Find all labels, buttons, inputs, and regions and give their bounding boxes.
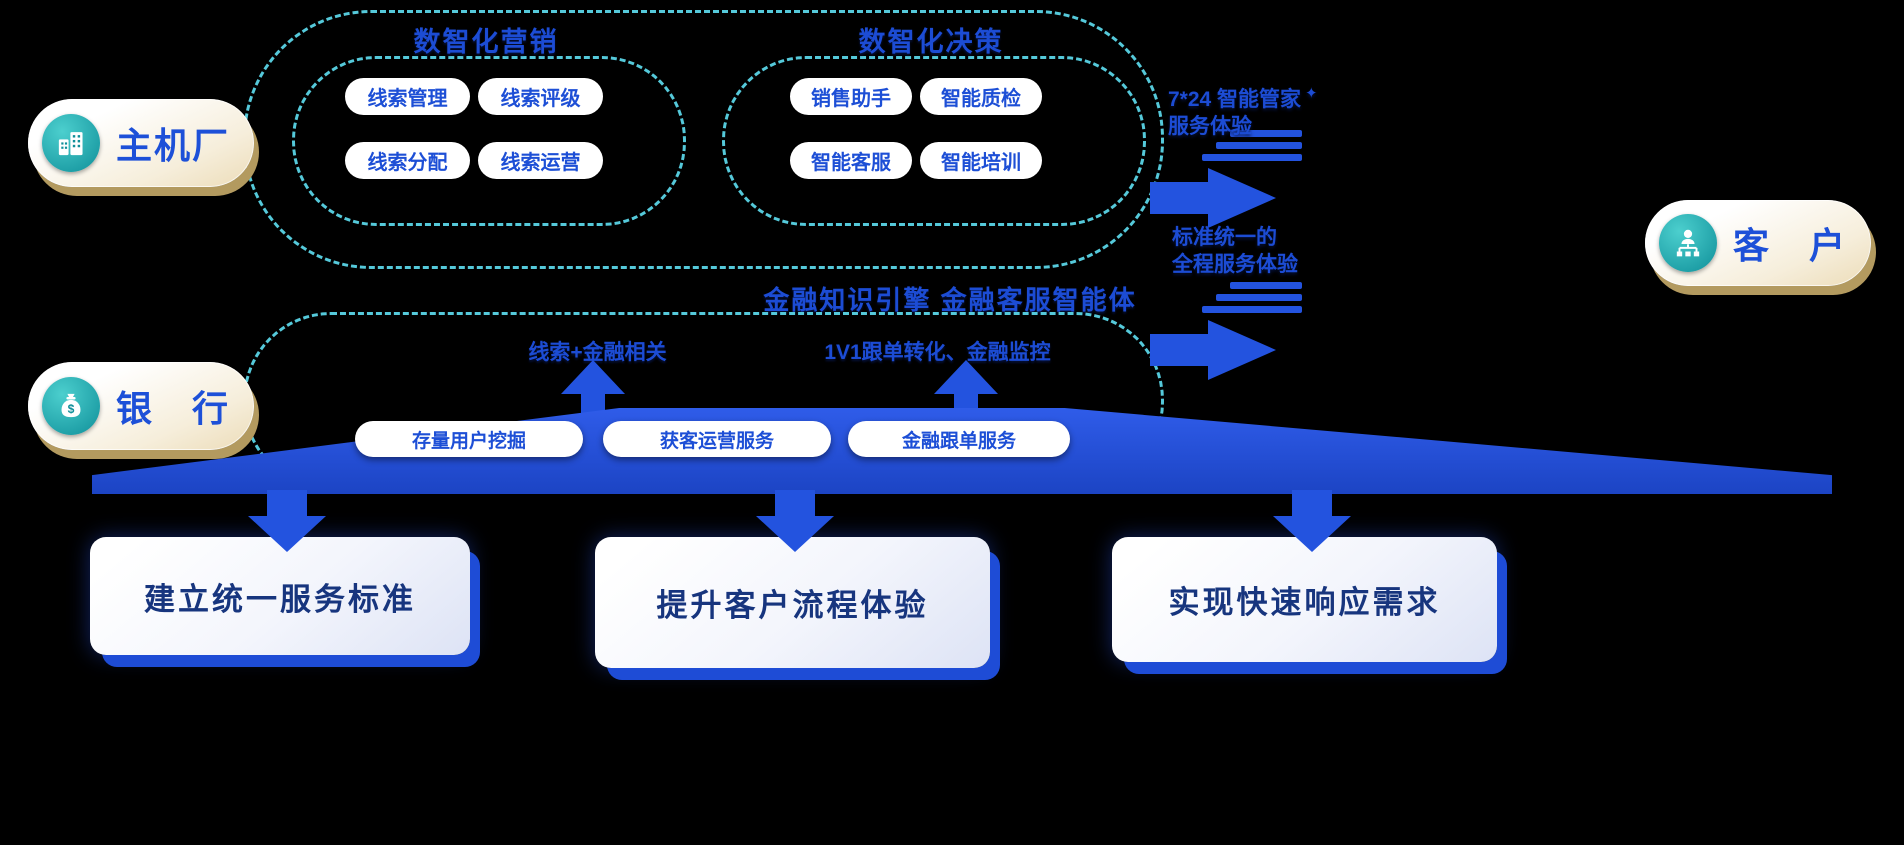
money-bag-icon: $ xyxy=(42,377,100,435)
arrow-trail-line xyxy=(1202,306,1302,313)
finance-left-note: 线索+金融相关 xyxy=(528,341,667,364)
down-arrow-3 xyxy=(1273,490,1351,552)
result-card-response: 实现快速响应需求 xyxy=(1112,537,1497,662)
pill-existing-user-mining: 存量用户挖掘 xyxy=(355,421,583,457)
pill-finance-followup: 金融跟单服务 xyxy=(848,421,1070,457)
actor-badge-customer: 客 户 xyxy=(1645,200,1872,286)
right-arrow-stem xyxy=(1150,182,1208,214)
pill-sales-assistant: 销售助手 xyxy=(790,78,912,115)
finance-right-note: 1V1跟单转化、金融监控 xyxy=(824,341,1051,364)
arrow-trail-line xyxy=(1216,294,1302,301)
arrow-trail-line xyxy=(1216,142,1302,149)
pill-lead-management: 线索管理 xyxy=(345,78,470,115)
right-arrow-stem xyxy=(1150,334,1208,366)
right-arrow-head xyxy=(1208,168,1276,228)
right-arrow-1 xyxy=(1150,130,1328,228)
finance-engine-title: 金融知识引擎 金融客服智能体 xyxy=(763,285,1137,315)
benefit-label-2: 标准统一的 全程服务体验 xyxy=(1172,224,1298,278)
down-arrow-1 xyxy=(248,490,326,552)
down-arrow-stem xyxy=(1292,490,1332,516)
right-arrow-head xyxy=(1208,320,1276,380)
down-arrow-head xyxy=(248,516,326,552)
benefit-label-1-line1: 7*24 智能管家 xyxy=(1168,88,1302,111)
right-arrow-2 xyxy=(1150,282,1328,380)
org-people-icon xyxy=(1659,214,1717,272)
result-card-experience: 提升客户流程体验 xyxy=(595,537,990,668)
right-arrow-body xyxy=(1150,168,1328,228)
decision-group-outline xyxy=(722,56,1146,226)
pill-smart-service: 智能客服 xyxy=(790,142,912,179)
arrow-trail-line xyxy=(1230,282,1302,289)
down-arrow-stem xyxy=(267,490,307,516)
arrow-trail-line xyxy=(1202,154,1302,161)
actor-oem-label: 主机厂 xyxy=(116,125,231,166)
actor-badge-oem: 主机厂 xyxy=(28,99,255,187)
down-arrow-2 xyxy=(756,490,834,552)
down-arrow-head xyxy=(756,516,834,552)
benefit-label-2-line2: 全程服务体验 xyxy=(1172,253,1298,276)
actor-bank-label: 银 行 xyxy=(116,388,231,429)
result-card-standard: 建立统一服务标准 xyxy=(90,537,470,655)
arrow-trail-line xyxy=(1230,130,1302,137)
benefit-label-1: 7*24 智能管家✦ 服务体验 xyxy=(1168,80,1318,140)
up-arrow-head xyxy=(934,360,998,394)
pill-smart-qc: 智能质检 xyxy=(920,78,1042,115)
pill-smart-training: 智能培训 xyxy=(920,142,1042,179)
right-arrow-body xyxy=(1150,320,1328,380)
pill-lead-distribution: 线索分配 xyxy=(345,142,470,179)
pill-lead-rating: 线索评级 xyxy=(478,78,603,115)
pill-lead-operation: 线索运营 xyxy=(478,142,603,179)
building-icon xyxy=(42,114,100,172)
marketing-group-title: 数智化营销 xyxy=(413,27,559,57)
down-arrow-stem xyxy=(775,490,815,516)
actor-customer-label: 客 户 xyxy=(1733,225,1848,266)
pill-acquisition-operation: 获客运营服务 xyxy=(603,421,831,457)
actor-badge-bank: $ 银 行 xyxy=(28,362,255,450)
down-arrow-head xyxy=(1273,516,1351,552)
sparkle-icon: ✦ xyxy=(1305,85,1318,102)
benefit-label-1-line2: 服务体验 xyxy=(1168,115,1252,138)
up-arrow-head xyxy=(561,360,625,394)
benefit-label-2-line1: 标准统一的 xyxy=(1172,226,1277,249)
decision-group-title: 数智化决策 xyxy=(858,27,1004,57)
marketing-group-outline xyxy=(292,56,686,226)
svg-text:$: $ xyxy=(68,402,75,416)
